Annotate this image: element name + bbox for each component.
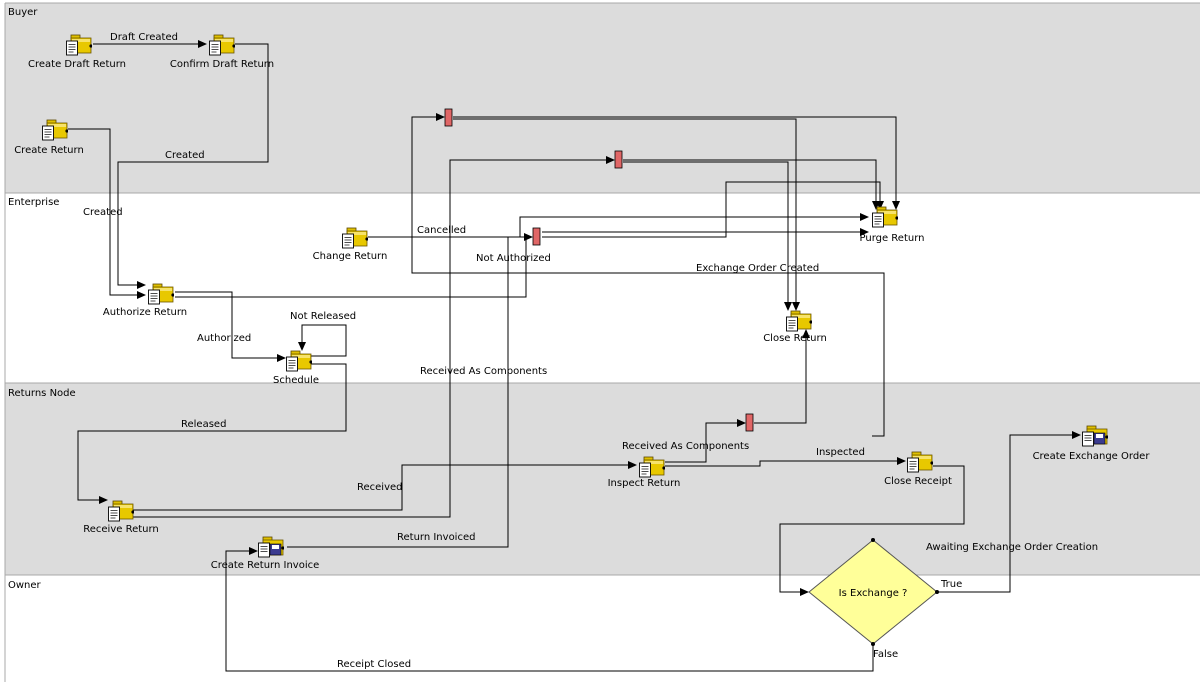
task-label: Confirm Draft Return (170, 59, 274, 70)
edge-label-inspected: Inspected (816, 447, 865, 458)
task-confirm-draft-return[interactable]: Confirm Draft Return (170, 34, 274, 70)
flow-lines (68, 40, 1081, 672)
task-schedule[interactable]: Schedule (273, 350, 319, 386)
task-inspect-return[interactable]: Inspect Return (608, 456, 681, 489)
task-label: Inspect Return (608, 478, 681, 489)
lane-buyer (5, 3, 1200, 193)
lane-label-returns-node: Returns Node (8, 388, 76, 399)
decision-label: Is Exchange ? (839, 588, 908, 599)
task-create-return-invoice[interactable]: Create Return Invoice (211, 536, 320, 571)
task-label: Create Draft Return (28, 59, 126, 70)
lane-returns-node (5, 383, 1200, 575)
task-label: Create Return (14, 145, 84, 156)
edge-label-released: Released (181, 419, 226, 430)
task-create-exchange-order[interactable]: Create Exchange Order (1033, 425, 1151, 462)
lane-label-enterprise: Enterprise (8, 197, 59, 208)
task-label: Schedule (273, 375, 319, 386)
edge-label-not-released: Not Released (290, 311, 356, 322)
join-bar-top[interactable] (444, 108, 453, 127)
edge-label-authorized: Authorized (197, 333, 251, 344)
task-purge-return[interactable]: Purge Return (860, 206, 925, 244)
task-change-return[interactable]: Change Return (313, 227, 388, 262)
task-label: Close Receipt (884, 476, 952, 487)
join-bar-lower[interactable] (745, 413, 754, 432)
task-label: Create Exchange Order (1033, 451, 1151, 462)
task-label: Receive Return (83, 524, 159, 535)
task-label: Change Return (313, 251, 388, 262)
edge-label-cancelled: Cancelled (417, 225, 466, 236)
edge-label-false: False (873, 649, 898, 660)
edge-label-exchange-order-created: Exchange Order Created (696, 263, 819, 274)
task-label: Close Return (763, 333, 827, 344)
edge-label-created-enterprise: Created (83, 207, 123, 218)
join-bar-not-authorized[interactable] (532, 227, 541, 246)
edge-label-not-authorized: Not Authorized (476, 253, 551, 264)
edge-label-true: True (940, 579, 962, 590)
task-create-return[interactable]: Create Return (14, 119, 84, 156)
task-create-draft-return[interactable]: Create Draft Return (28, 34, 126, 70)
task-close-return[interactable]: Close Return (763, 310, 827, 344)
edge-label-draft-created: Draft Created (110, 32, 178, 43)
lane-owner (5, 575, 1200, 682)
edge-label-awaiting-exchange: Awaiting Exchange Order Creation (926, 542, 1098, 553)
lane-label-buyer: Buyer (8, 7, 38, 18)
decision-is-exchange[interactable]: Is Exchange ? (808, 538, 939, 646)
join-bar-middle[interactable] (614, 150, 623, 169)
task-label: Authorize Return (103, 307, 187, 318)
lane-enterprise (5, 193, 1200, 383)
edge-label-created-buyer: Created (165, 150, 205, 161)
task-label: Purge Return (860, 233, 925, 244)
task-authorize-return[interactable]: Authorize Return (103, 283, 187, 318)
edge-label-received-as-components-2: Received As Components (622, 441, 749, 452)
lane-label-owner: Owner (8, 580, 42, 591)
task-receive-return[interactable]: Receive Return (83, 500, 159, 535)
edge-label-receipt-closed: Receipt Closed (337, 659, 411, 670)
edge-label-received-as-components-1: Received As Components (420, 366, 547, 377)
task-label: Create Return Invoice (211, 560, 320, 571)
edge-label-received: Received (357, 482, 403, 493)
edge-label-return-invoiced: Return Invoiced (397, 532, 475, 543)
task-close-receipt[interactable]: Close Receipt (884, 451, 952, 487)
